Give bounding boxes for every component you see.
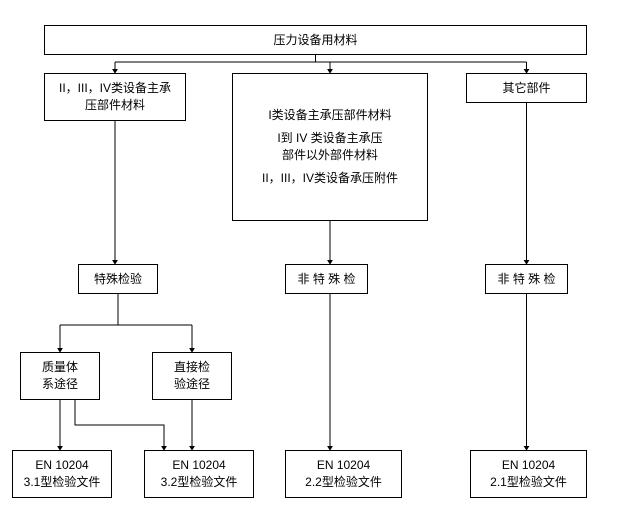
node-doc-32: EN 10204 3.2型检验文件: [144, 450, 254, 498]
node-cat-a: II，III，IV类设备主承压部件材料: [44, 73, 186, 121]
node-label-line: EN 10204: [501, 458, 556, 472]
node-label-line: EN 10204: [316, 458, 371, 472]
node-insp-nonspecial-2: 非 特 殊 检: [485, 264, 568, 294]
connector-quality-to-doc32: [74, 400, 167, 451]
node-label-line: 3.1型检验文件: [23, 475, 101, 489]
node-label-line: 压力设备用材料: [273, 32, 358, 47]
node-label-line: 2.2型检验文件: [305, 475, 382, 489]
node-label-line: I到 IV 类设备主承压: [277, 131, 383, 145]
node-path-direct: 直接检验途径: [152, 352, 232, 400]
node-cat-c: 其它部件: [466, 73, 587, 103]
node-insp-special: 特殊检验: [78, 264, 158, 294]
node-label-line: 非 特 殊 检: [297, 271, 356, 286]
node-label-line: 直接检: [173, 360, 210, 374]
node-doc-22: EN 10204 2.2型检验文件: [285, 450, 402, 498]
node-path-quality: 质量体系途径: [20, 352, 100, 400]
node-label-line: 特殊检验: [93, 271, 142, 286]
node-label-line: 系途径: [41, 377, 78, 391]
node-doc-21: EN 10204 2.1型检验文件: [470, 450, 587, 498]
node-label-line: I类设备主承压部件材料: [268, 108, 392, 122]
node-label-line: 验途径: [173, 377, 210, 391]
node-label-line: 压部件材料: [84, 98, 145, 112]
node-label-line: EN 10204: [172, 458, 226, 472]
node-label-line: II，III，IV类设备主承: [58, 81, 171, 95]
node-label-line: 质量体: [41, 360, 78, 374]
node-label-line: 2.1型检验文件: [490, 475, 567, 489]
node-label-line: 非 特 殊 检: [497, 271, 556, 286]
node-label-line: EN 10204: [35, 458, 89, 472]
node-label-line: 部件以外部件材料: [281, 148, 378, 162]
node-label-line: 3.2型检验文件: [160, 475, 238, 489]
node-cat-b: I类设备主承压部件材料 I到 IV 类设备主承压部件以外部件材料 II，III，…: [232, 73, 428, 221]
node-label-line: 其它部件: [502, 80, 551, 95]
node-insp-nonspecial-1: 非 特 殊 检: [285, 264, 368, 294]
node-doc-31: EN 10204 3.1型检验文件: [12, 450, 112, 498]
title-node-root: 压力设备用材料: [44, 25, 587, 55]
node-label-line: II，III，IV类设备承压附件: [261, 171, 398, 185]
